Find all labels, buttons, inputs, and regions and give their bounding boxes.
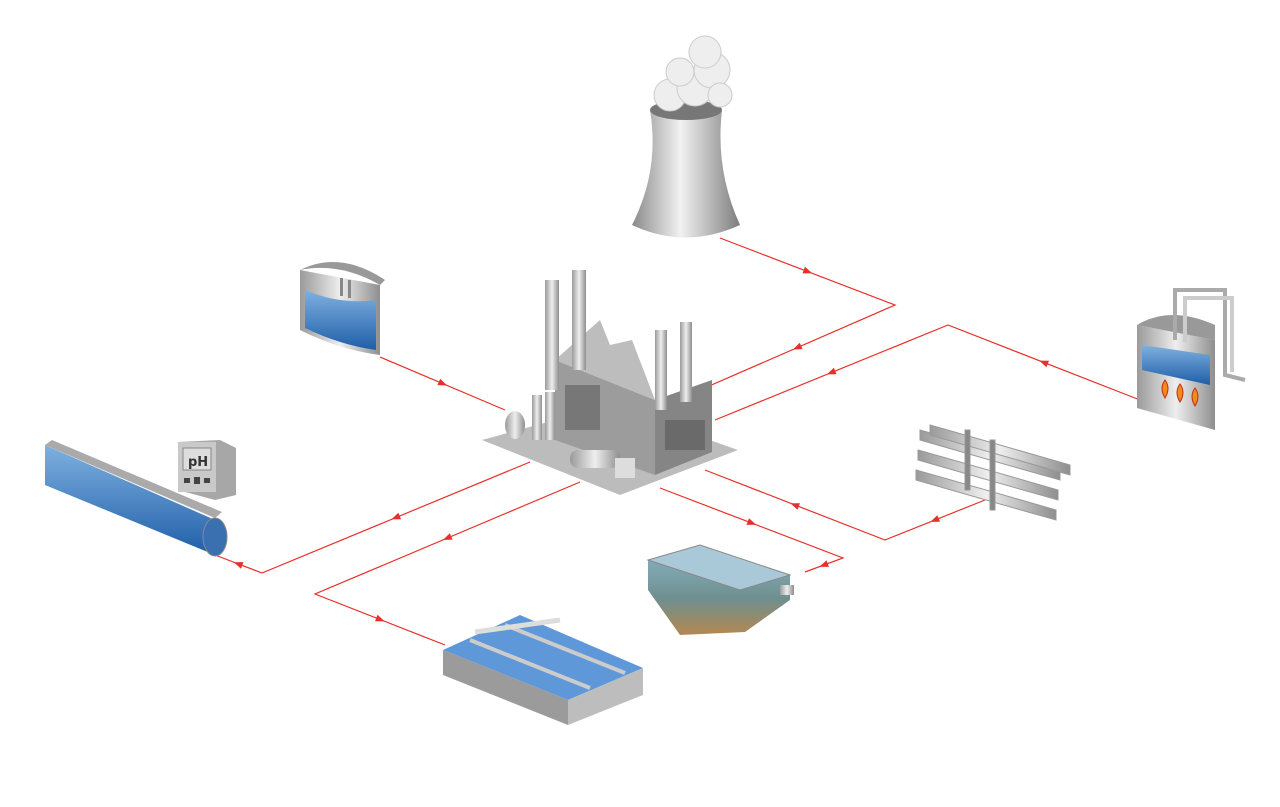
flow-arrow-icon	[790, 503, 800, 510]
flow-line-1	[699, 237, 897, 391]
pipe-bundle	[915, 424, 1071, 521]
flow-arrow-icon	[442, 533, 453, 540]
steam-icon	[653, 35, 733, 112]
storage-tank	[300, 262, 385, 355]
aeration-tank	[443, 615, 643, 725]
sedimentation-tank	[646, 544, 794, 635]
flow-arrow-icon	[802, 266, 813, 274]
flow-arrow-icon	[792, 342, 803, 350]
flow-lines	[214, 237, 1141, 646]
flow-arrow-icon	[233, 562, 244, 569]
flow-arrow-icon	[1039, 360, 1049, 368]
flow-arrow-icon	[746, 518, 757, 525]
factory	[482, 270, 738, 495]
heater-tank	[1137, 288, 1246, 430]
flow-line-6	[214, 461, 531, 574]
flow-arrow-icon	[391, 512, 402, 520]
flow-arrow-icon	[819, 560, 829, 567]
flow-line-2	[714, 324, 1141, 421]
flow-line-5	[659, 487, 845, 573]
flow-arrow-icon	[437, 378, 448, 386]
flow-line-4	[704, 469, 986, 541]
flow-arrow-icon	[374, 614, 385, 622]
flow-line-7	[313, 481, 581, 646]
flow-arrow-icon	[930, 515, 941, 522]
flow-arrow-icon	[826, 367, 837, 375]
cooling-tower	[632, 35, 740, 238]
ph-label: pH	[188, 455, 208, 470]
flame-icon	[1161, 379, 1199, 407]
ph-meter: pH	[178, 440, 236, 500]
ph-channel: pH	[45, 440, 236, 557]
